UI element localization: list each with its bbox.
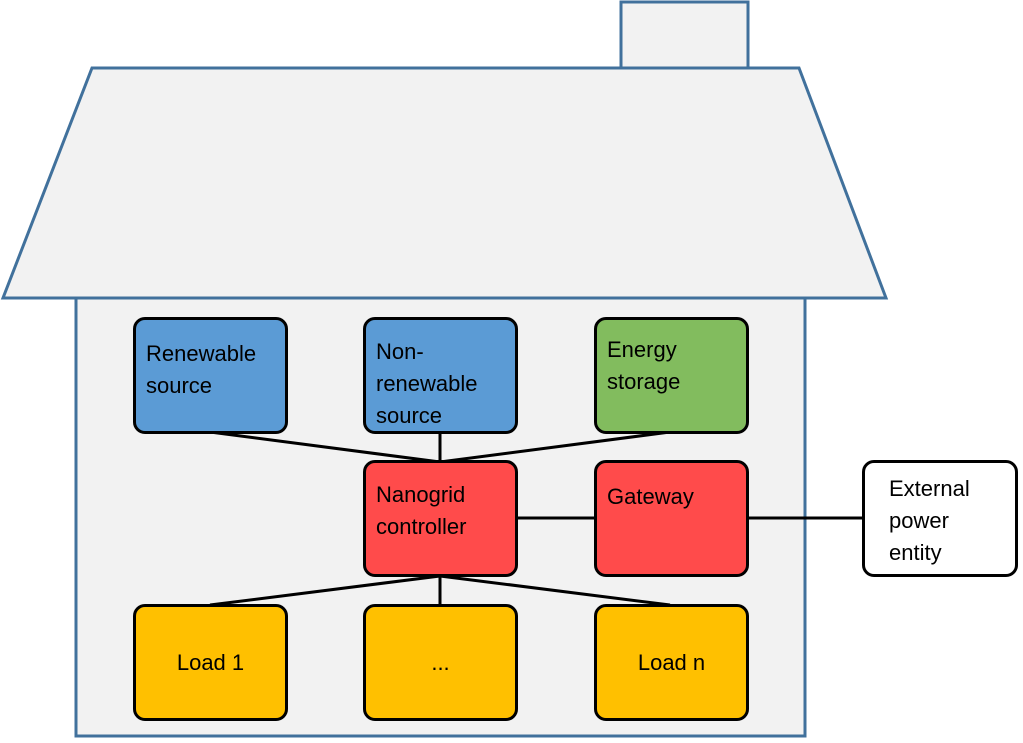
house-roof — [0, 66, 889, 300]
link-renewable-controller — [209, 430, 441, 464]
load-ellipsis-label: ... — [431, 649, 450, 675]
non-renewable-source-box: Non- renewable source — [363, 317, 518, 434]
load-1-box: Load 1 — [133, 604, 288, 721]
nanogrid-controller-label: Nanogrid controller — [376, 482, 467, 539]
renewable-source-box: Renewable source — [133, 317, 288, 434]
non-renewable-source-label: Non- renewable source — [376, 339, 478, 428]
gateway-box: Gateway — [594, 460, 749, 577]
load-1-label: Load 1 — [176, 649, 245, 675]
external-power-entity-box: External power entity — [862, 460, 1018, 577]
link-controller-loadn — [439, 574, 671, 607]
load-n-box: Load n — [594, 604, 749, 721]
nanogrid-controller-box: Nanogrid controller — [363, 460, 518, 577]
renewable-source-label: Renewable source — [146, 341, 257, 398]
gateway-label: Gateway — [607, 484, 694, 509]
external-power-entity-label: External power entity — [889, 476, 970, 565]
energy-storage-box: Energy storage — [594, 317, 749, 434]
energy-storage-label: Energy storage — [607, 337, 681, 394]
link-controller-load1 — [209, 574, 441, 607]
load-ellipsis-box: ... — [363, 604, 518, 721]
load-n-label: Load n — [637, 649, 706, 675]
connections — [209, 430, 864, 607]
house-chimney — [619, 0, 750, 70]
link-storage-controller — [439, 430, 671, 464]
